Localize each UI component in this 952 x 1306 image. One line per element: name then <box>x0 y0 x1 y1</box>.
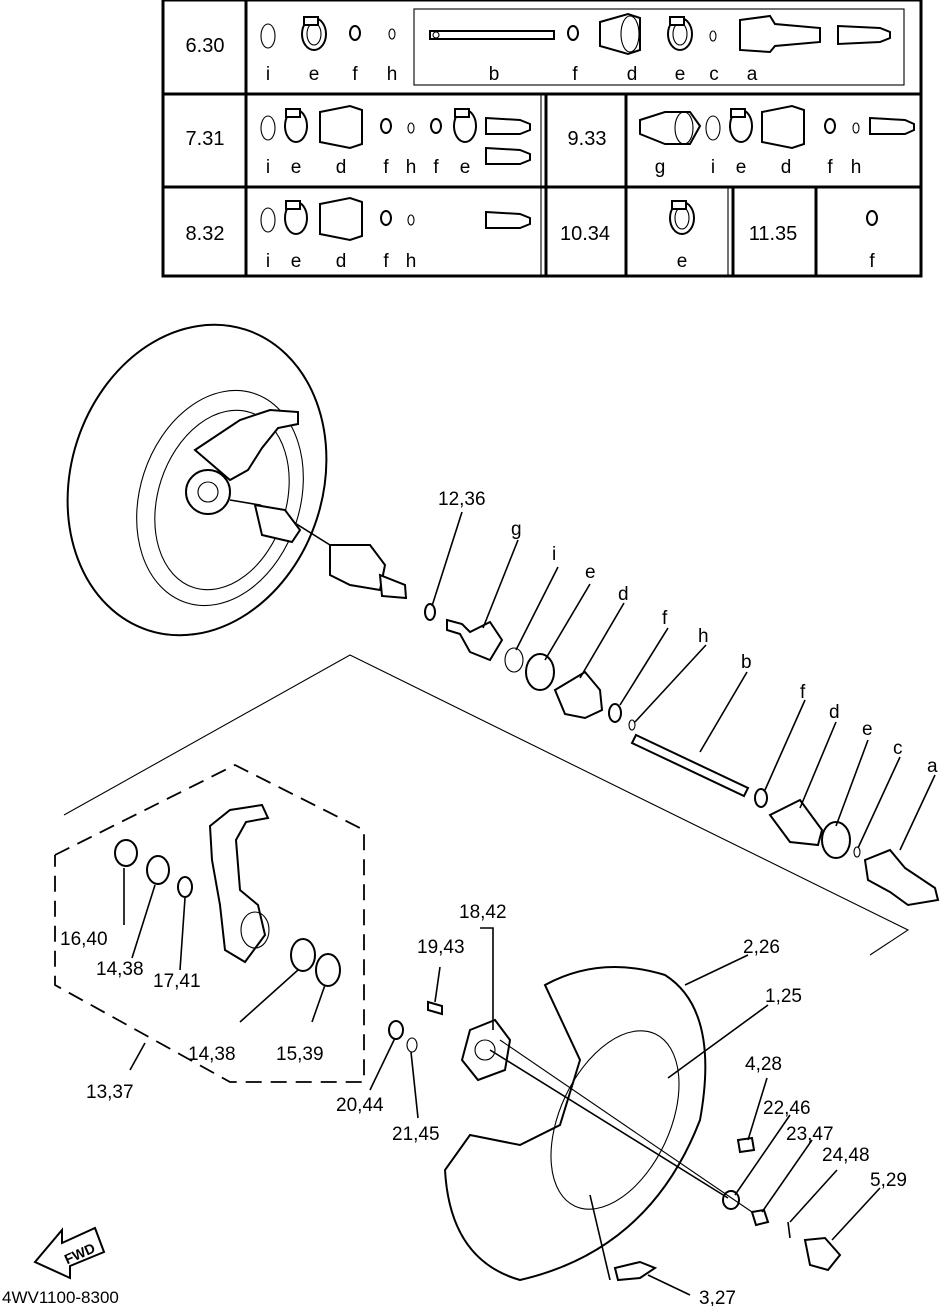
kit-letter: a <box>747 64 758 85</box>
kit-letter: f <box>352 64 358 85</box>
row3-icons <box>260 196 878 242</box>
callout-label: d <box>829 702 840 723</box>
kit-letter: e <box>675 64 686 85</box>
kit-letter: f <box>869 251 875 272</box>
kit-letter: d <box>336 157 347 178</box>
assembly-outline <box>63 654 910 956</box>
callout-label: e <box>585 562 596 583</box>
kit-letter: h <box>406 251 417 272</box>
assembled-wheel-illustration <box>66 323 408 637</box>
callout-label: 2,26 <box>743 937 780 958</box>
callout-label: 13,37 <box>86 1082 134 1103</box>
callout-label: 16,40 <box>60 929 108 950</box>
parts-kit-table: 6.30 7.31 9.33 8.32 10.34 11.35 i e f h … <box>161 0 923 278</box>
callout-label: 17,41 <box>153 971 201 992</box>
row2-right-icons <box>639 104 915 150</box>
callout-label: 14,38 <box>188 1044 236 1065</box>
kit-number-9-33: 9.33 <box>568 128 607 150</box>
callout-label: f <box>800 682 806 703</box>
kit-letter: g <box>655 157 666 178</box>
kit-letter: i <box>266 251 270 272</box>
kit-letter: e <box>309 64 320 85</box>
kit-letter: e <box>677 251 688 272</box>
knuckle-assembly-group <box>54 763 365 1083</box>
callout-label: 15,39 <box>276 1044 324 1065</box>
kit-number-6-30: 6.30 <box>186 35 225 57</box>
kit-letter: h <box>387 64 398 85</box>
callout-label: 23,47 <box>786 1124 834 1145</box>
callout-label: 14,38 <box>96 959 144 980</box>
callout-label: 24,48 <box>822 1145 870 1166</box>
kit-letter: i <box>266 157 270 178</box>
row1-icons <box>260 12 891 56</box>
kit-letter: e <box>291 251 302 272</box>
kit-letter: e <box>460 157 471 178</box>
kit-number-11-35: 11.35 <box>749 223 798 245</box>
callout-label: f <box>662 608 668 629</box>
callout-label: d <box>618 584 629 605</box>
callout-label: 22,46 <box>763 1098 811 1119</box>
kit-letter: f <box>383 157 389 178</box>
kit-letter: h <box>851 157 862 178</box>
kit-letter: f <box>433 157 439 178</box>
callout-label: 12,36 <box>438 489 486 510</box>
callout-labels: 12,36 g i e d f h b f d e c a 16,40 14,3… <box>60 489 938 1306</box>
kit-letter: f <box>383 251 389 272</box>
kit-letter: d <box>781 157 792 178</box>
callout-label: b <box>741 652 752 673</box>
kit-letter: d <box>627 64 638 85</box>
callout-label: g <box>511 519 522 540</box>
kit-letter: c <box>709 64 719 85</box>
fwd-arrow-icon: FWD <box>33 1226 106 1280</box>
lower-wheel-and-hub <box>388 966 842 1282</box>
callout-label: i <box>552 544 556 565</box>
leader-lines <box>123 511 936 1296</box>
kit-letter: f <box>827 157 833 178</box>
driveshaft-exploded-parts <box>424 603 940 907</box>
kit-letter: e <box>291 157 302 178</box>
callout-label: h <box>698 626 709 647</box>
kit-letter: i <box>266 64 270 85</box>
kit-letter: b <box>489 64 500 85</box>
kit-letter: e <box>736 157 747 178</box>
kit-letter: h <box>406 157 417 178</box>
callout-label: 3,27 <box>699 1288 736 1306</box>
kit-number-7-31: 7.31 <box>186 128 225 150</box>
callout-label: a <box>927 756 938 777</box>
callout-label: 20,44 <box>336 1095 384 1116</box>
kit-letter: f <box>572 64 578 85</box>
callout-label: e <box>862 719 873 740</box>
callout-label: 5,29 <box>870 1170 907 1191</box>
callout-label: 1,25 <box>765 986 802 1007</box>
callout-label: 18,42 <box>459 902 507 923</box>
diagram-code: 4WV1100-8300 <box>2 1288 119 1306</box>
callout-label: 19,43 <box>417 937 465 958</box>
kit-letter: i <box>711 157 715 178</box>
callout-label: 4,28 <box>745 1054 782 1075</box>
callout-label: 21,45 <box>392 1124 440 1145</box>
kit-number-8-32: 8.32 <box>186 223 225 245</box>
callout-label: c <box>893 738 903 759</box>
kit-number-10-34: 10.34 <box>560 223 610 245</box>
kit-letter: d <box>336 251 347 272</box>
row2-left-icons <box>260 104 531 165</box>
